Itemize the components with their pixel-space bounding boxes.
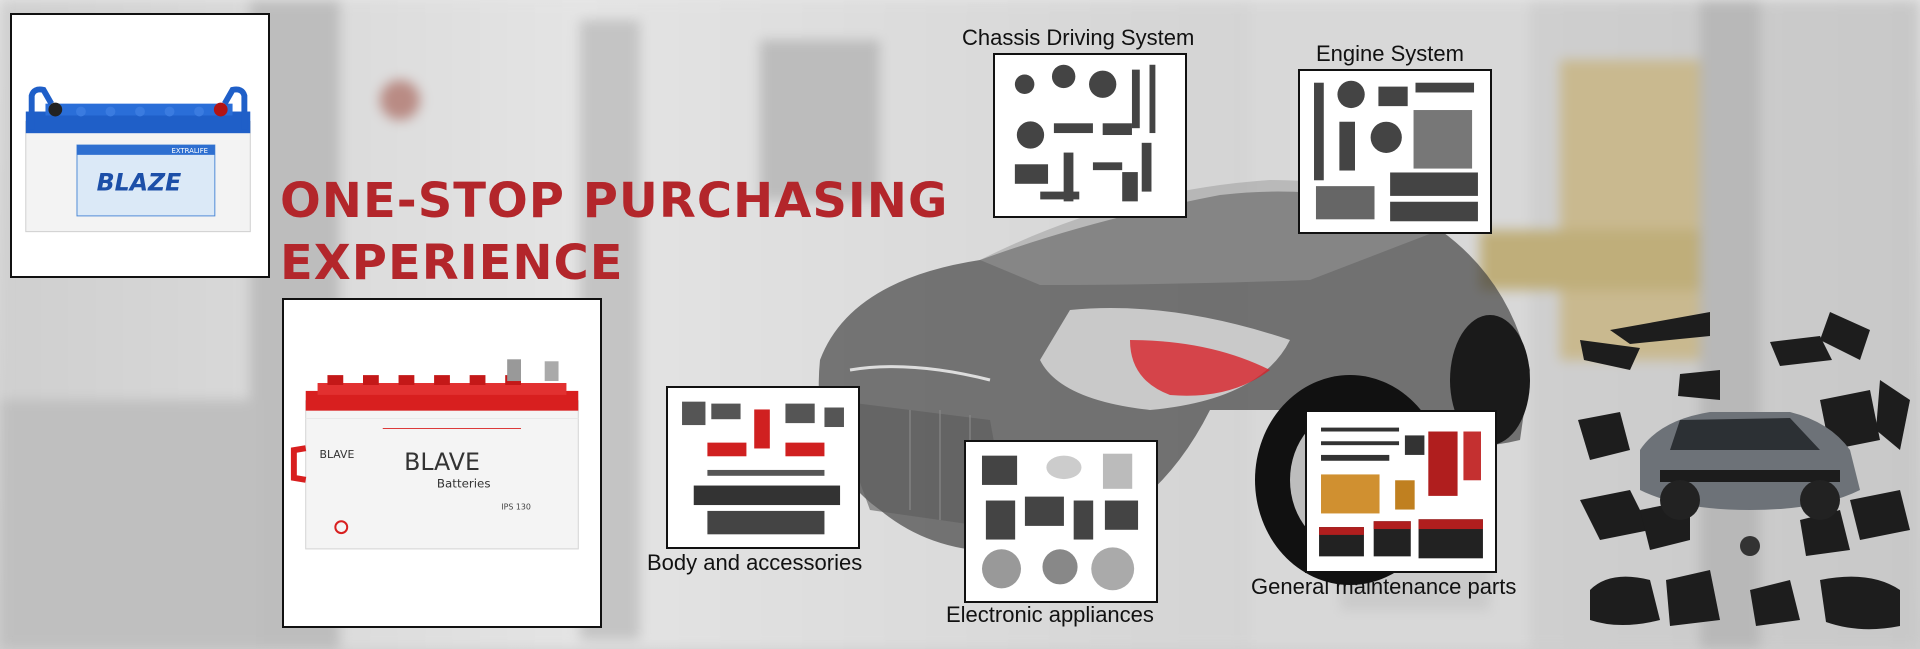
battery-red-sub: Batteries	[437, 477, 491, 491]
caption-maintenance: General maintenance parts	[1251, 574, 1517, 599]
battery-blue-brand: BLAZE	[97, 168, 182, 196]
caption-chassis: Chassis Driving System	[962, 25, 1195, 50]
headline-line-1: ONE-STOP PURCHASING	[280, 173, 949, 229]
caption-electronic: Electronic appliances	[946, 602, 1154, 627]
battery-red-brand: BLAVE	[404, 448, 480, 476]
engine-parts-image	[1298, 69, 1492, 234]
chassis-parts-image	[993, 53, 1187, 218]
headline: ONE-STOP PURCHASING EXPERIENCE	[280, 170, 948, 294]
headline-line-2: EXPERIENCE	[280, 235, 624, 291]
caption-engine: Engine System	[1316, 41, 1464, 66]
suv-body-parts-image	[1570, 300, 1920, 640]
battery-red-model: IPS 130	[501, 502, 531, 511]
battery-blue-image: BLAZE EXTRALIFE	[10, 13, 270, 278]
electronic-appliances-image	[964, 440, 1158, 603]
maintenance-parts-image	[1305, 410, 1497, 573]
battery-red-image: BLAVE BLAVE Batteries IPS 130	[282, 298, 602, 628]
caption-body: Body and accessories	[647, 550, 863, 575]
battery-red-side-brand: BLAVE	[320, 448, 355, 461]
battery-blue-tag: EXTRALIFE	[172, 147, 209, 155]
body-accessories-image	[666, 386, 860, 549]
